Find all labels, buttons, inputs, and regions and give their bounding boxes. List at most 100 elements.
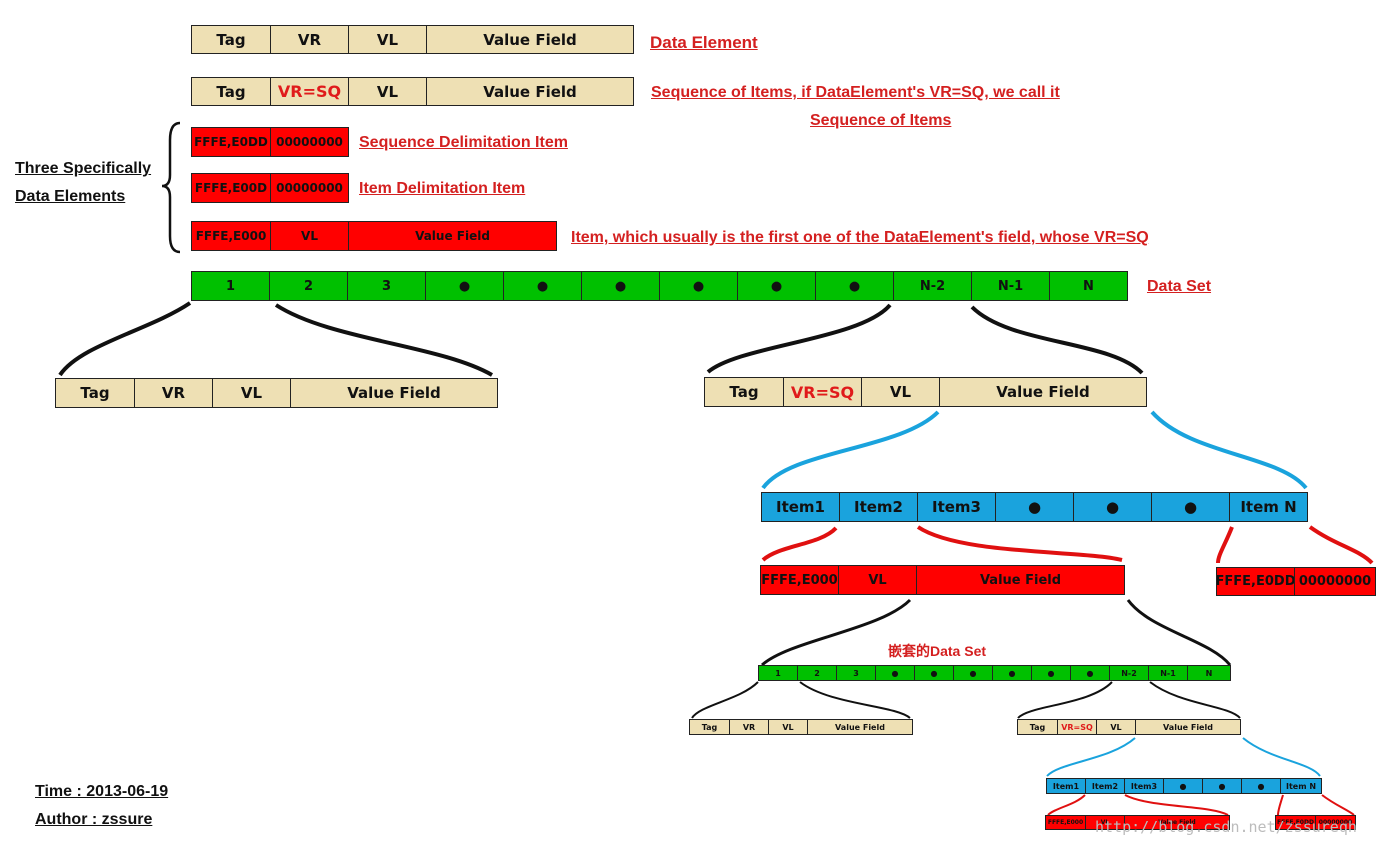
vl-cell: VL	[1086, 816, 1125, 829]
dataset-cell: 2	[798, 666, 837, 680]
three-specific-line1: Three Specifically	[15, 160, 152, 177]
dataset-cell: ●	[660, 272, 738, 300]
vl-cell: VL	[839, 566, 917, 594]
value-field-cell: Value Field	[349, 222, 556, 250]
value-field-cell: Value Field	[1125, 816, 1229, 829]
vl-cell: VL	[271, 222, 349, 250]
time-label: Time : 2013-06-19	[35, 783, 169, 800]
items-cell: Item3	[1125, 779, 1164, 793]
items-cell: ●	[1152, 493, 1230, 521]
author-label: Author : zssure	[35, 811, 153, 828]
item-delimitation-label: Item Delimitation Item	[359, 180, 526, 197]
dataset-cell: N-2	[894, 272, 972, 300]
item-label: Item, which usually is the first one of …	[571, 229, 1149, 246]
value-field-cell: Value Field	[940, 378, 1146, 406]
connector-red	[1047, 794, 1086, 816]
sequence-label-line1: Sequence of Items, if DataElement's VR=S…	[651, 84, 1060, 101]
items-row: Item1 Item2 Item3 ● ● ● Item N	[761, 492, 1308, 522]
vr-sq-cell: VR=SQ	[1058, 720, 1097, 734]
sequence-delimitation-label: Sequence Delimitation Item	[359, 134, 568, 151]
dataset-cell: N	[1188, 666, 1230, 680]
item-delimitation-row: FFFE,E00D 00000000	[191, 173, 349, 203]
tag-cell: Tag	[192, 78, 271, 105]
vl-cell: VL	[349, 26, 427, 53]
nested-items-row: Item1 Item2 Item3 ● ● ● Item N	[1046, 778, 1322, 794]
vl-cell: VL	[862, 378, 940, 406]
data-set-label: Data Set	[1147, 278, 1212, 295]
dataset-cell: 1	[759, 666, 798, 680]
dataset-cell: ●	[582, 272, 660, 300]
items-cell: ●	[1242, 779, 1281, 793]
connector-red	[761, 526, 838, 562]
watermark: http://blog.csdn.net/zssureqh	[1095, 818, 1357, 836]
connector-blue	[1046, 737, 1136, 777]
dataset-cell: N	[1050, 272, 1127, 300]
expanded-element-row: Tag VR VL Value Field	[55, 378, 498, 408]
vl-cell: 00000000	[1316, 816, 1355, 829]
item-expanded-row: FFFE,E000 VL Value Field	[760, 565, 1125, 595]
connector-blue	[761, 410, 940, 490]
vr-cell: VR	[135, 379, 213, 407]
connector-black	[706, 303, 892, 374]
dataset-cell: 1	[192, 272, 270, 300]
dataset-cell: ●	[915, 666, 954, 680]
vl-cell: VL	[769, 720, 808, 734]
dataset-cell: ●	[876, 666, 915, 680]
vr-cell: VR	[730, 720, 769, 734]
sequence-element-row: Tag VR=SQ VL Value Field	[191, 77, 634, 106]
dataset-cell: ●	[993, 666, 1032, 680]
items-cell: ●	[1074, 493, 1152, 521]
connector-red	[1277, 794, 1284, 816]
connector-red	[1124, 794, 1229, 816]
items-cell: Item3	[918, 493, 996, 521]
sequence-delimitation-row: FFFE,E0DD 00000000	[191, 127, 349, 157]
connector-blue	[1150, 410, 1308, 490]
brace	[161, 121, 181, 254]
items-cell: Item2	[840, 493, 918, 521]
vl-cell: VL	[349, 78, 427, 105]
connector-black	[1017, 681, 1113, 719]
vl-cell: 00000000	[271, 174, 348, 202]
connector-red	[916, 525, 1123, 562]
connector-black	[274, 303, 493, 377]
dataset-cell: 3	[837, 666, 876, 680]
dataset-cell: ●	[504, 272, 582, 300]
connector-black	[691, 681, 759, 719]
items-cell: ●	[1164, 779, 1203, 793]
vr-cell: VR	[271, 26, 349, 53]
vl-cell: 00000000	[1295, 568, 1375, 595]
nested-sequence-delimitation-row: FFFE,E0DD 00000000	[1275, 815, 1356, 830]
dataset-cell: ●	[954, 666, 993, 680]
nested-item-row: FFFE,E000 VL Value Field	[1045, 815, 1230, 830]
three-specific-line2: Data Elements	[15, 188, 126, 205]
value-field-cell: Value Field	[917, 566, 1124, 594]
dataset-cell: N-1	[972, 272, 1050, 300]
items-cell: Item2	[1086, 779, 1125, 793]
tag-cell: Tag	[705, 378, 784, 406]
vl-cell: VL	[213, 379, 291, 407]
data-element-row: Tag VR VL Value Field	[191, 25, 634, 54]
tag-cell: FFFE,E000	[761, 566, 839, 594]
vl-cell: 00000000	[271, 128, 348, 156]
connector-black	[58, 301, 192, 377]
nested-sq-element-row: Tag VR=SQ VL Value Field	[1017, 719, 1241, 735]
connector-blue	[1242, 737, 1321, 777]
nested-data-set-label: 嵌套的Data Set	[888, 643, 987, 659]
data-set-row: 1 2 3 ● ● ● ● ● ● N-2 N-1 N	[191, 271, 1128, 301]
connector-black	[1126, 599, 1232, 666]
value-field-cell: Value Field	[427, 78, 633, 105]
tag-cell: Tag	[56, 379, 135, 407]
tag-cell: FFFE,E0DD	[1217, 568, 1295, 595]
dataset-cell: N-2	[1110, 666, 1149, 680]
dataset-cell: ●	[426, 272, 504, 300]
items-cell: Item1	[1047, 779, 1086, 793]
sequence-label-line2: Sequence of Items	[810, 112, 952, 129]
item-row: FFFE,E000 VL Value Field	[191, 221, 557, 251]
dataset-cell: N-1	[1149, 666, 1188, 680]
connector-red	[1308, 525, 1374, 565]
dataset-cell: ●	[1032, 666, 1071, 680]
sequence-delimitation-expanded-row: FFFE,E0DD 00000000	[1216, 567, 1376, 596]
connector-red	[1216, 526, 1234, 564]
items-cell: Item N	[1281, 779, 1321, 793]
tag-cell: FFFE,E0DD	[1276, 816, 1316, 829]
